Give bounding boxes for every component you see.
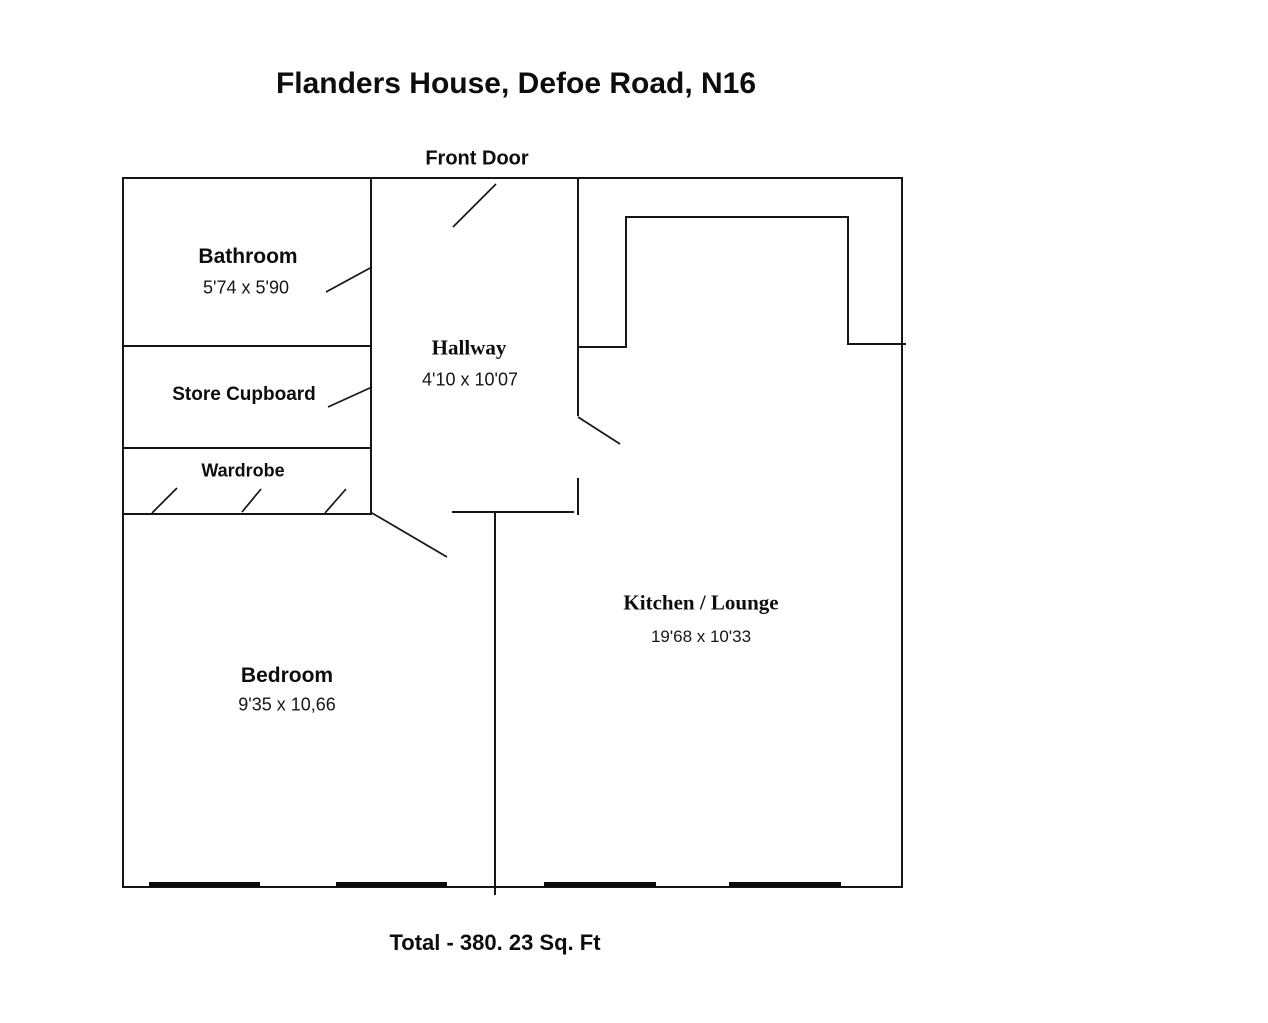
total-area-label: Total - 380. 23 Sq. Ft: [389, 930, 601, 955]
window-2: [336, 882, 447, 887]
hallway-dimensions: 4'10 x 10'07: [422, 369, 518, 390]
front-door-label: Front Door: [425, 147, 529, 170]
hallway-label: Hallway: [431, 335, 507, 360]
door-swing-bathroom: [325, 266, 373, 293]
kitchen-lounge-dimensions: 19'68 x 10'33: [650, 627, 752, 646]
wardrobe-slash-2: [241, 488, 262, 513]
kitchen-lounge-label: Kitchen / Lounge: [623, 590, 779, 615]
page-title: Flanders House, Defoe Road, N16: [275, 67, 757, 100]
bedroom-label: Bedroom: [240, 664, 334, 687]
window-3: [544, 882, 656, 887]
bedroom-dimensions: 9'35 x 10,66: [238, 694, 336, 715]
door-swing-store-cupboard: [327, 386, 373, 408]
store-cupboard-label: Store Cupboard: [172, 384, 316, 405]
wardrobe-label: Wardrobe: [201, 460, 285, 481]
bathroom-dimensions: 5'74 x 5'90: [203, 277, 289, 298]
window-4: [729, 882, 841, 887]
door-swing-kitchen: [577, 416, 621, 445]
door-swing-front: [452, 183, 497, 228]
wardrobe-slash-1: [151, 487, 178, 514]
door-swing-bedroom: [371, 512, 448, 558]
bathroom-label: Bathroom: [198, 245, 298, 268]
window-1: [149, 882, 260, 887]
wardrobe-slash-3: [324, 488, 347, 514]
